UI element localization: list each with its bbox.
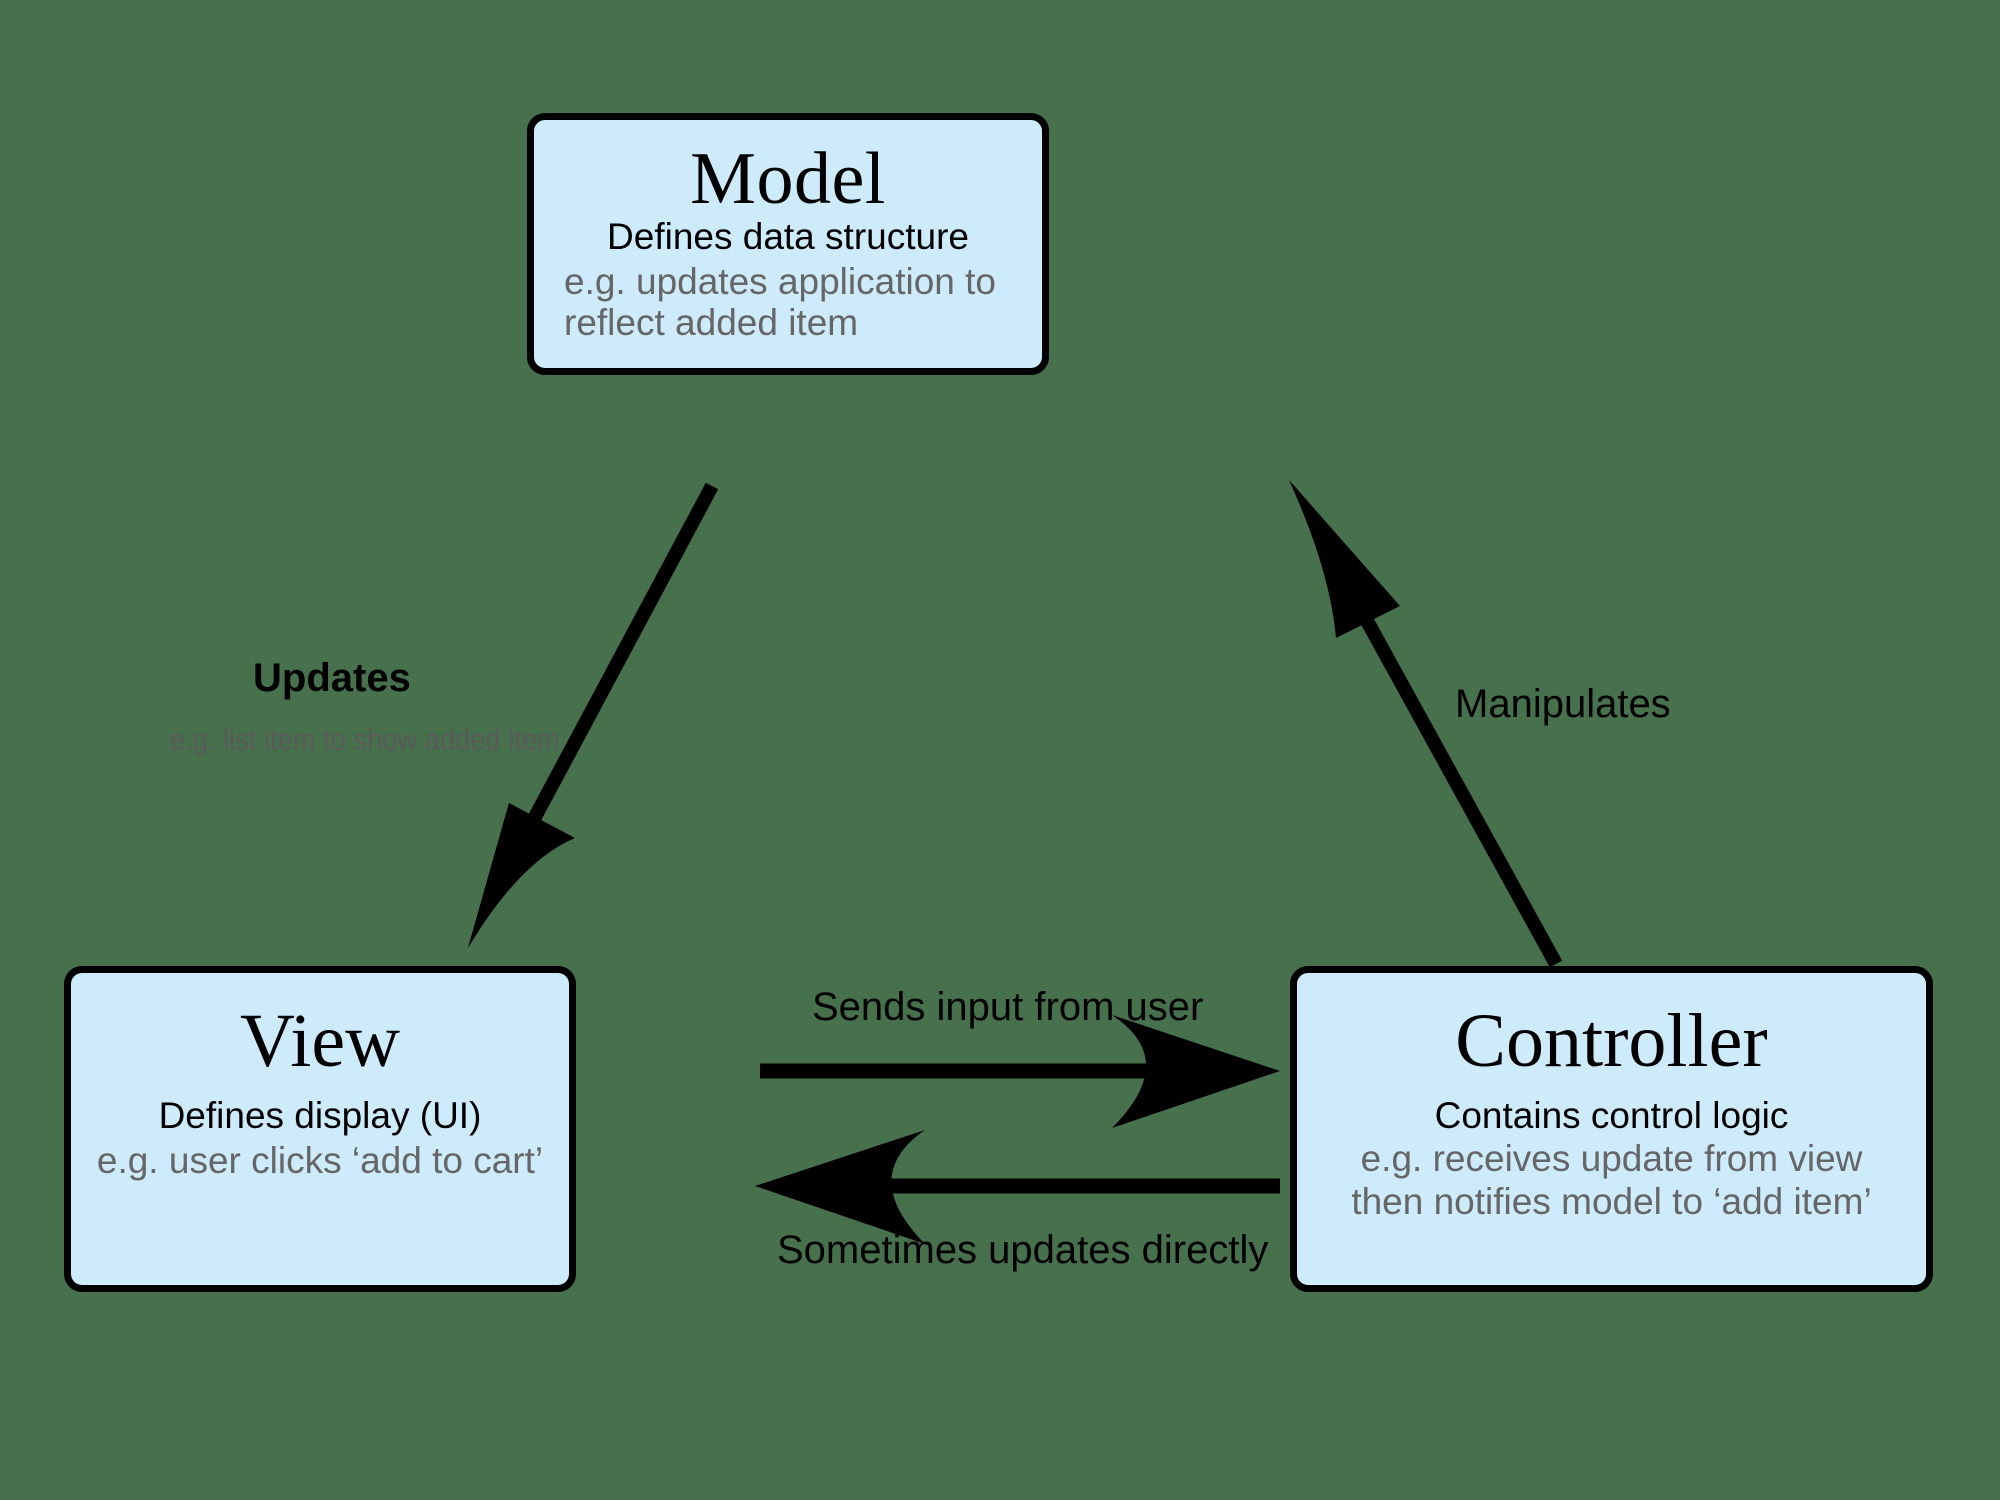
node-model-title: Model [690, 138, 886, 220]
node-view-subtitle: Defines display (UI) [158, 1095, 482, 1136]
node-controller-example-line1: e.g. receives update from view [1360, 1137, 1863, 1179]
node-model[interactable]: Model Defines data structure e.g. update… [527, 113, 1049, 375]
node-controller-example-line2: then notifies model to ‘add item’ [1351, 1181, 1872, 1223]
node-view-example: e.g. user clicks ‘add to cart’ [96, 1139, 544, 1181]
arrow-model-to-view [468, 482, 719, 948]
edge-label-sometimes-updates-directly: Sometimes updates directly [777, 1228, 1269, 1272]
arrow-view-to-controller [760, 1015, 1280, 1128]
arrow-controller-to-view [755, 1130, 1280, 1244]
edge-label-sends-input-from-user: Sends input from user [812, 985, 1204, 1029]
edge-label-updates-example: e.g. list item to show added item [170, 722, 560, 757]
edge-label-updates: Updates [253, 656, 411, 700]
node-controller-title: Controller [1455, 999, 1768, 1083]
node-model-subtitle: Defines data structure [607, 216, 969, 257]
node-view-title: View [239, 999, 401, 1083]
node-model-example: e.g. updates application to reflect adde… [564, 260, 996, 344]
node-controller[interactable]: Controller Contains control logic e.g. r… [1290, 966, 1933, 1292]
node-view[interactable]: View Defines display (UI) e.g. user clic… [64, 966, 576, 1292]
edge-label-manipulates: Manipulates [1455, 682, 1671, 726]
node-controller-subtitle: Contains control logic [1434, 1095, 1789, 1136]
